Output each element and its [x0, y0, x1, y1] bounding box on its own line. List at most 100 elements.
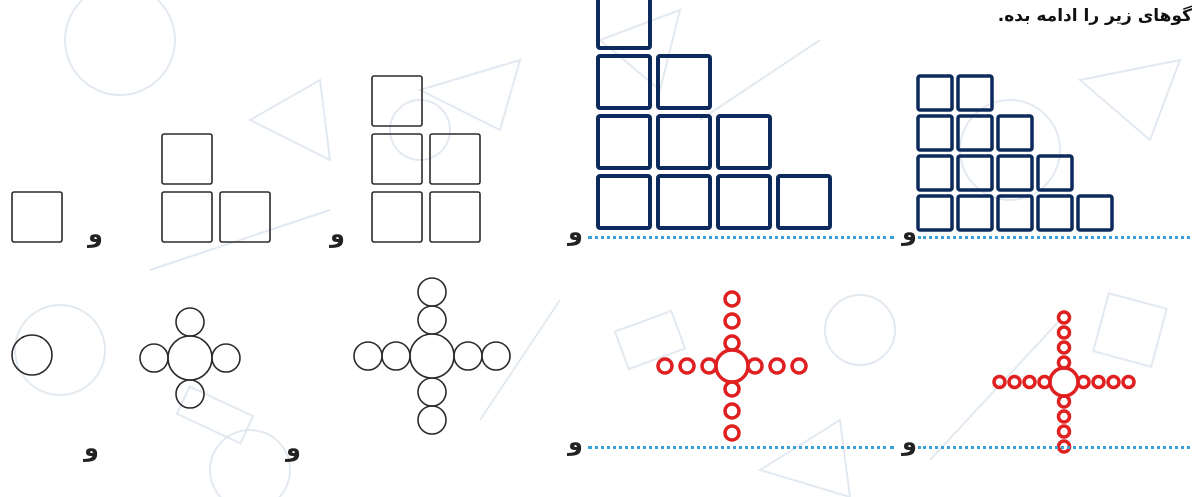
doodle-8	[1077, 58, 1182, 142]
doodle-10	[757, 418, 852, 497]
arm-circle	[1056, 424, 1072, 439]
arm-circle	[768, 357, 786, 375]
square-cell	[776, 174, 832, 230]
doodle-16	[175, 385, 255, 445]
square-cell	[996, 114, 1034, 152]
square-cell	[1036, 194, 1074, 232]
square-cell	[956, 154, 994, 192]
arm-circle	[1037, 374, 1052, 390]
center-circle	[11, 334, 53, 376]
doodle-15	[613, 309, 687, 371]
square-cell	[656, 54, 712, 110]
arm-circle	[1056, 409, 1072, 424]
arm-circle	[723, 424, 741, 442]
doodle-11	[149, 209, 331, 271]
square-term-3	[371, 75, 481, 243]
arm-circle	[1056, 394, 1072, 409]
square-cell	[956, 114, 994, 152]
square-cell	[161, 191, 213, 243]
square-cell	[996, 194, 1034, 232]
answer-line-ci-2	[918, 446, 1190, 449]
arm-circle	[1007, 374, 1022, 390]
square-cell	[596, 174, 652, 230]
answer-line-sq-1	[588, 236, 894, 239]
arm-circle	[1056, 340, 1072, 355]
circle-term-3	[353, 277, 511, 435]
square-cell	[371, 133, 423, 185]
circle-term-1	[11, 334, 53, 376]
square-cell	[596, 0, 652, 50]
square-pattern-continued	[596, 0, 1114, 232]
separator-ci-1: و	[84, 434, 99, 462]
square-cell	[716, 174, 772, 230]
square-cell	[656, 174, 712, 230]
square-term-1	[11, 191, 63, 243]
circle-pattern-continued	[656, 290, 1136, 454]
answer-line-sq-2	[918, 236, 1190, 239]
square-cell	[596, 54, 652, 110]
center-circle	[714, 348, 750, 384]
doodle-7	[247, 78, 332, 162]
arm-circle	[175, 307, 205, 337]
circle-term-4	[656, 290, 808, 442]
arm-circle	[723, 380, 741, 398]
arm-circle	[1106, 374, 1121, 390]
instruction-text: گوهای زیر را ادامه بده.	[997, 6, 1192, 26]
arm-circle	[1056, 310, 1072, 325]
arm-circle	[417, 277, 447, 307]
square-cell	[1036, 154, 1074, 192]
square-cell	[1076, 194, 1114, 232]
doodle-6	[417, 58, 522, 132]
square-cell	[219, 191, 271, 243]
arm-circle	[1056, 325, 1072, 340]
center-circle	[1048, 366, 1080, 398]
doodle-4	[14, 304, 106, 396]
square-cell	[916, 114, 954, 152]
arm-circle	[678, 357, 696, 375]
circle-term-5	[992, 310, 1136, 454]
square-cell	[371, 191, 423, 243]
doodle-14	[699, 39, 821, 121]
separator-ci-4: و	[902, 428, 917, 456]
separator-sq-3: و	[568, 218, 583, 246]
arm-circle	[790, 357, 808, 375]
arm-circle	[481, 341, 511, 371]
square-cell	[716, 114, 772, 170]
square-cell	[371, 75, 423, 127]
circle-pattern-given	[11, 277, 511, 435]
arm-circle	[1121, 374, 1136, 390]
arm-circle	[723, 312, 741, 330]
square-term-2	[161, 133, 271, 243]
arm-circle	[139, 343, 169, 373]
square-term-5	[916, 74, 1114, 232]
arm-circle	[723, 402, 741, 420]
arm-circle	[353, 341, 383, 371]
square-cell	[596, 114, 652, 170]
arm-circle	[1022, 374, 1037, 390]
doodle-3	[389, 99, 451, 161]
square-cell	[996, 154, 1034, 192]
square-cell	[916, 194, 954, 232]
doodle-13	[929, 319, 1061, 461]
square-term-4	[596, 0, 832, 230]
square-cell	[429, 191, 481, 243]
arm-circle	[1091, 374, 1106, 390]
square-pattern-given	[11, 75, 481, 243]
square-cell	[656, 114, 712, 170]
square-cell	[956, 74, 994, 112]
answer-line-ci-1	[588, 446, 894, 449]
arm-circle	[1056, 355, 1072, 370]
arm-circle	[656, 357, 674, 375]
arm-circle	[417, 405, 447, 435]
square-cell	[429, 133, 481, 185]
arm-circle	[211, 343, 241, 373]
doodle-12	[479, 299, 561, 421]
arm-circle	[746, 357, 764, 375]
doodle-0	[64, 0, 176, 96]
square-cell	[161, 133, 213, 185]
square-cell	[916, 74, 954, 112]
separator-sq-1: و	[88, 220, 103, 248]
arm-circle	[723, 334, 741, 352]
separator-ci-3: و	[568, 428, 583, 456]
